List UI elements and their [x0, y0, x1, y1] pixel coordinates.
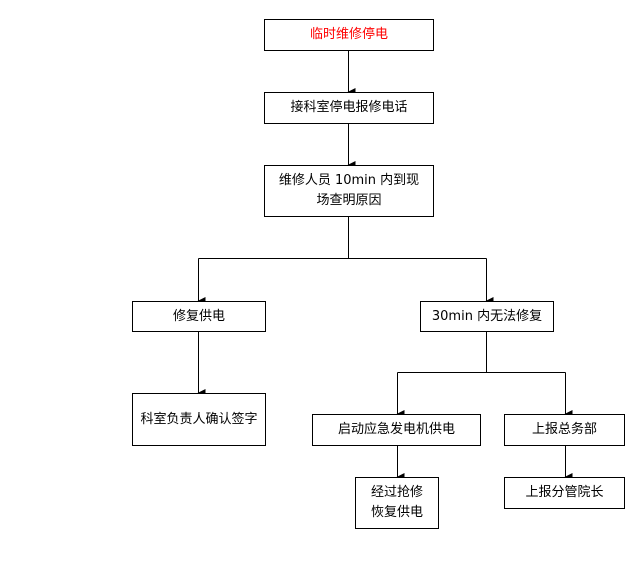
node-generator: 启动应急发电机供电: [312, 414, 481, 446]
node-start: 临时维修停电: [264, 19, 434, 51]
node-repaired: 经过抢修恢复供电: [355, 477, 439, 529]
node-sign: 科室负责人确认签字: [132, 393, 266, 446]
node-restore: 修复供电: [132, 301, 266, 332]
node-report-dept: 上报总务部: [504, 414, 625, 446]
node-arrive: 维修人员 10min 内到现场查明原因: [264, 165, 434, 217]
node-call: 接科室停电报修电话: [264, 92, 434, 124]
node-fail: 30min 内无法修复: [420, 301, 554, 332]
node-report-dean: 上报分管院长: [504, 477, 625, 509]
